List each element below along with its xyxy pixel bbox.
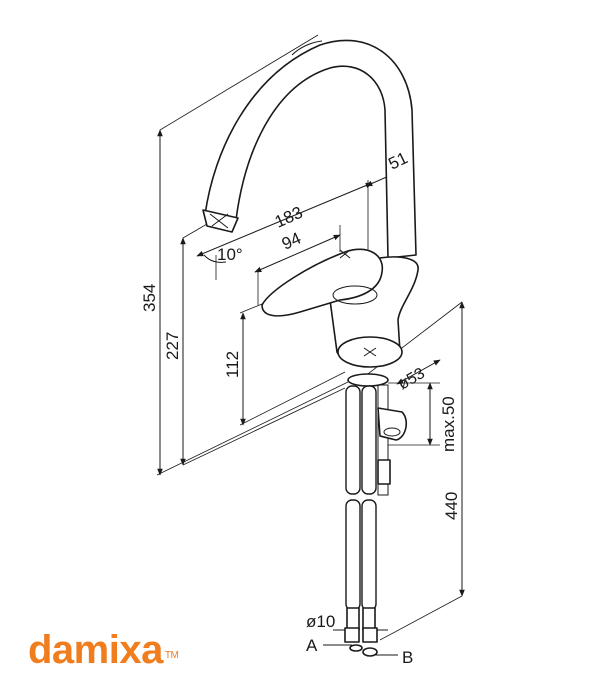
label-hose-b: B (402, 648, 413, 667)
supply-hoses (344, 385, 378, 657)
dim-total-height: 354 (140, 284, 159, 312)
dim-max-deck: max.50 (439, 396, 458, 452)
brand-name: damixa (28, 628, 163, 672)
dim-spout-angle: 10° (217, 245, 243, 264)
extension-lines (156, 34, 463, 641)
dimension-labels: 354 227 112 183 94 51 10° ø53 max.50 440… (140, 148, 461, 667)
dim-spout-height: 227 (163, 332, 182, 360)
spout (202, 39, 417, 259)
dim-lever-height: 112 (223, 351, 242, 378)
mounting-rod (377, 384, 408, 496)
lever-handle (261, 248, 384, 317)
dim-lever-reach: 94 (279, 229, 304, 254)
trademark-mark: TM (164, 650, 179, 661)
dim-hose-diameter: ø10 (306, 612, 335, 631)
dim-spout-reach: 183 (272, 203, 306, 232)
dimension-lines (157, 129, 465, 656)
label-hose-a: A (306, 636, 318, 655)
dim-hose-length: 440 (442, 492, 461, 520)
